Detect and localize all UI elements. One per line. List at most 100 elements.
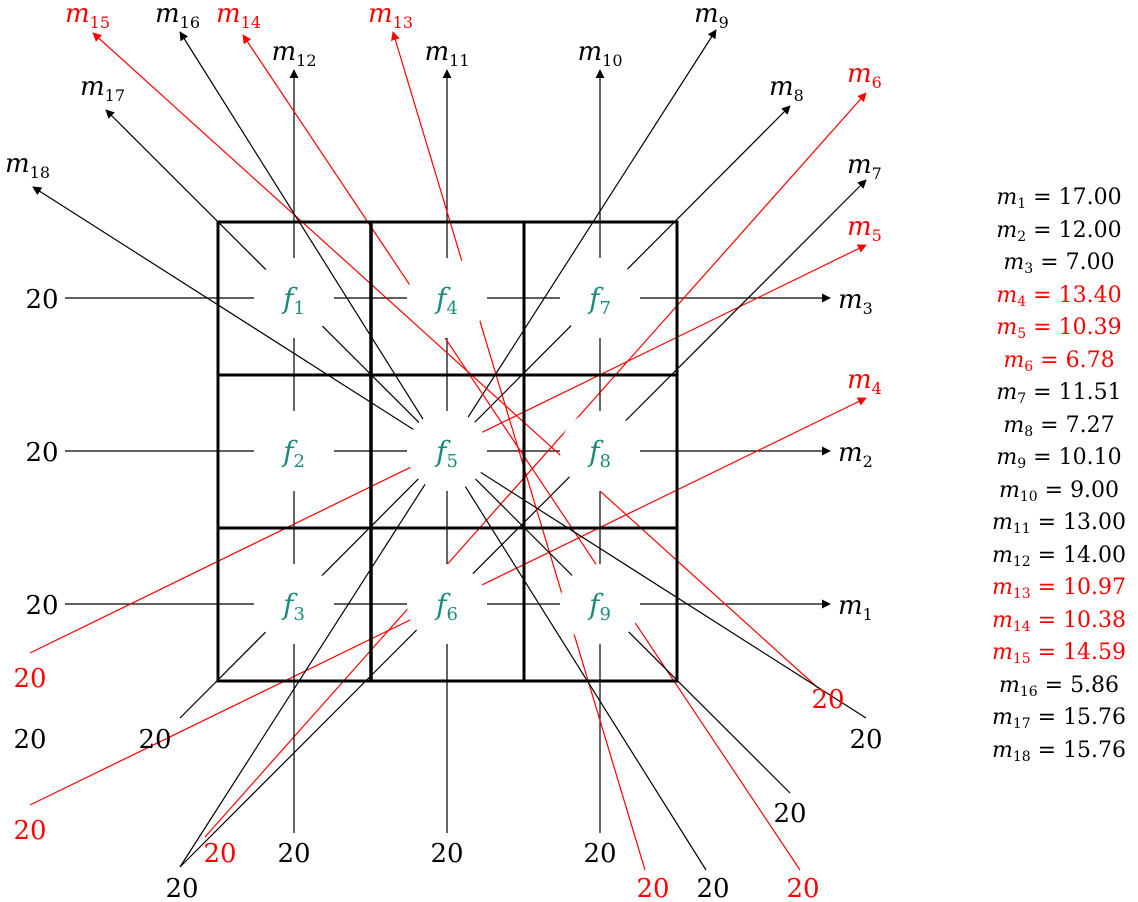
measurement-value: 9.00 — [1070, 477, 1120, 503]
cell-f2: f2 — [281, 435, 305, 472]
cell-f4: f4 — [434, 282, 458, 319]
measurement-value: 7.27 — [1065, 412, 1115, 438]
ray-label-m18: m18 — [5, 149, 50, 182]
measurement-value: 5.86 — [1070, 672, 1120, 698]
measurement-item: m11 = 13.00 — [991, 510, 1127, 537]
measurement-index: 10 — [1019, 488, 1038, 505]
measurement-index: 12 — [1012, 553, 1031, 570]
measurement-item: m6 = 6.78 — [1003, 347, 1115, 375]
cell-f6: f6 — [434, 588, 458, 625]
measurement-symbol: m — [996, 217, 1018, 243]
cell-f1: f1 — [281, 282, 305, 319]
measurement-item: m15 = 14.59 — [991, 640, 1127, 667]
ray-label-m4: m4 — [847, 365, 882, 398]
measurement-symbol: m — [996, 445, 1018, 470]
measurement-symbol: m — [1003, 250, 1025, 275]
ray-label-m14: m14 — [216, 0, 261, 32]
ray-label-m6: m6 — [847, 59, 882, 92]
ray-line-m8 — [179, 105, 791, 719]
input-value-label: 20 — [773, 799, 806, 829]
measurement-item: m17 = 15.76 — [991, 705, 1127, 732]
cell-f5: f5 — [434, 435, 458, 472]
input-value-label: 20 — [811, 685, 844, 715]
ray-label-m5: m5 — [847, 212, 882, 245]
measurement-value: 11.51 — [1058, 380, 1122, 405]
ray-label-m9: m9 — [694, 0, 729, 32]
cell-f8: f8 — [587, 435, 611, 472]
measurement-value: 14.00 — [1063, 542, 1127, 568]
cell-f9: f9 — [587, 588, 611, 625]
ray-label-m11: m11 — [424, 37, 469, 70]
measurement-item: m1 = 17.00 — [996, 185, 1122, 212]
measurement-index: 14 — [1012, 618, 1031, 635]
measurement-item: m10 = 9.00 — [998, 477, 1120, 505]
ray-line-m6 — [204, 92, 867, 838]
ray-label-m2: m2 — [838, 438, 873, 471]
ray-line-m9 — [179, 29, 717, 868]
measurement-symbol: m — [991, 705, 1013, 730]
measurement-symbol: m — [996, 282, 1018, 308]
measurement-item: m13 = 10.97 — [991, 575, 1127, 602]
measurement-index: 16 — [1019, 683, 1038, 700]
input-value-label: 20 — [25, 591, 58, 621]
measurement-index: 11 — [1012, 521, 1031, 537]
measurement-index: 4 — [1017, 293, 1027, 310]
measurement-symbol: m — [996, 380, 1018, 405]
measurement-item: m4 = 13.40 — [996, 282, 1122, 310]
input-value-label: 20 — [696, 874, 729, 902]
measurement-index: 7 — [1017, 391, 1027, 407]
input-value-label: 20 — [138, 725, 171, 755]
ray-label-m15: m15 — [65, 0, 110, 32]
measurement-index: 13 — [1012, 586, 1031, 602]
measurement-index: 15 — [1012, 651, 1031, 667]
cell-f7: f7 — [587, 282, 611, 319]
measurement-value: 10.10 — [1058, 445, 1122, 470]
measurement-symbol: m — [991, 510, 1013, 535]
ray-line-m18 — [32, 186, 867, 719]
measurement-index: 8 — [1024, 423, 1034, 440]
measurement-index: 6 — [1024, 358, 1034, 375]
measurement-item: m8 = 7.27 — [1003, 412, 1115, 440]
input-value-label: 20 — [203, 839, 236, 869]
measurement-symbol: m — [991, 737, 1013, 763]
measurement-value: 13.00 — [1063, 510, 1127, 535]
input-value-label: 20 — [165, 874, 198, 902]
ray-label-m1: m1 — [838, 591, 873, 624]
input-value-label: 20 — [25, 438, 58, 468]
measurement-value: 10.39 — [1058, 315, 1122, 340]
ray-label-m7: m7 — [847, 150, 882, 183]
measurement-symbol: m — [1003, 347, 1025, 373]
measurement-item: m3 = 7.00 — [1003, 250, 1115, 277]
measurement-value: 7.00 — [1065, 250, 1115, 275]
measurement-symbol: m — [991, 607, 1013, 633]
input-value-label: 20 — [636, 874, 669, 902]
input-value-label: 20 — [13, 816, 46, 846]
measurement-item: m5 = 10.39 — [996, 315, 1122, 342]
measurement-value: 6.78 — [1065, 347, 1115, 373]
measurement-value: 15.76 — [1063, 737, 1127, 763]
ray-label-m13: m13 — [368, 0, 413, 32]
measurement-item: m14 = 10.38 — [991, 607, 1127, 635]
measurement-symbol: m — [991, 542, 1013, 568]
ray-label-m8: m8 — [769, 72, 804, 105]
ray-label-m16: m16 — [155, 0, 200, 32]
cell-f3: f3 — [281, 588, 305, 625]
measurement-item: m9 = 10.10 — [996, 445, 1122, 472]
ray-label-m12: m12 — [271, 37, 316, 70]
measurement-value: 17.00 — [1058, 185, 1122, 210]
measurement-symbol: m — [998, 672, 1020, 698]
measurement-item: m7 = 11.51 — [996, 380, 1122, 407]
measurement-symbol: m — [991, 640, 1013, 665]
grid-border — [216, 220, 679, 683]
measurement-symbol: m — [991, 575, 1013, 600]
ray-line-m13 — [391, 31, 646, 871]
ray-lines — [29, 29, 867, 871]
measurement-index: 2 — [1017, 228, 1027, 245]
measurement-index: 9 — [1017, 456, 1027, 472]
measurement-symbol: m — [1003, 412, 1025, 438]
measurement-index: 17 — [1012, 716, 1031, 732]
input-value-label: 20 — [583, 839, 616, 869]
